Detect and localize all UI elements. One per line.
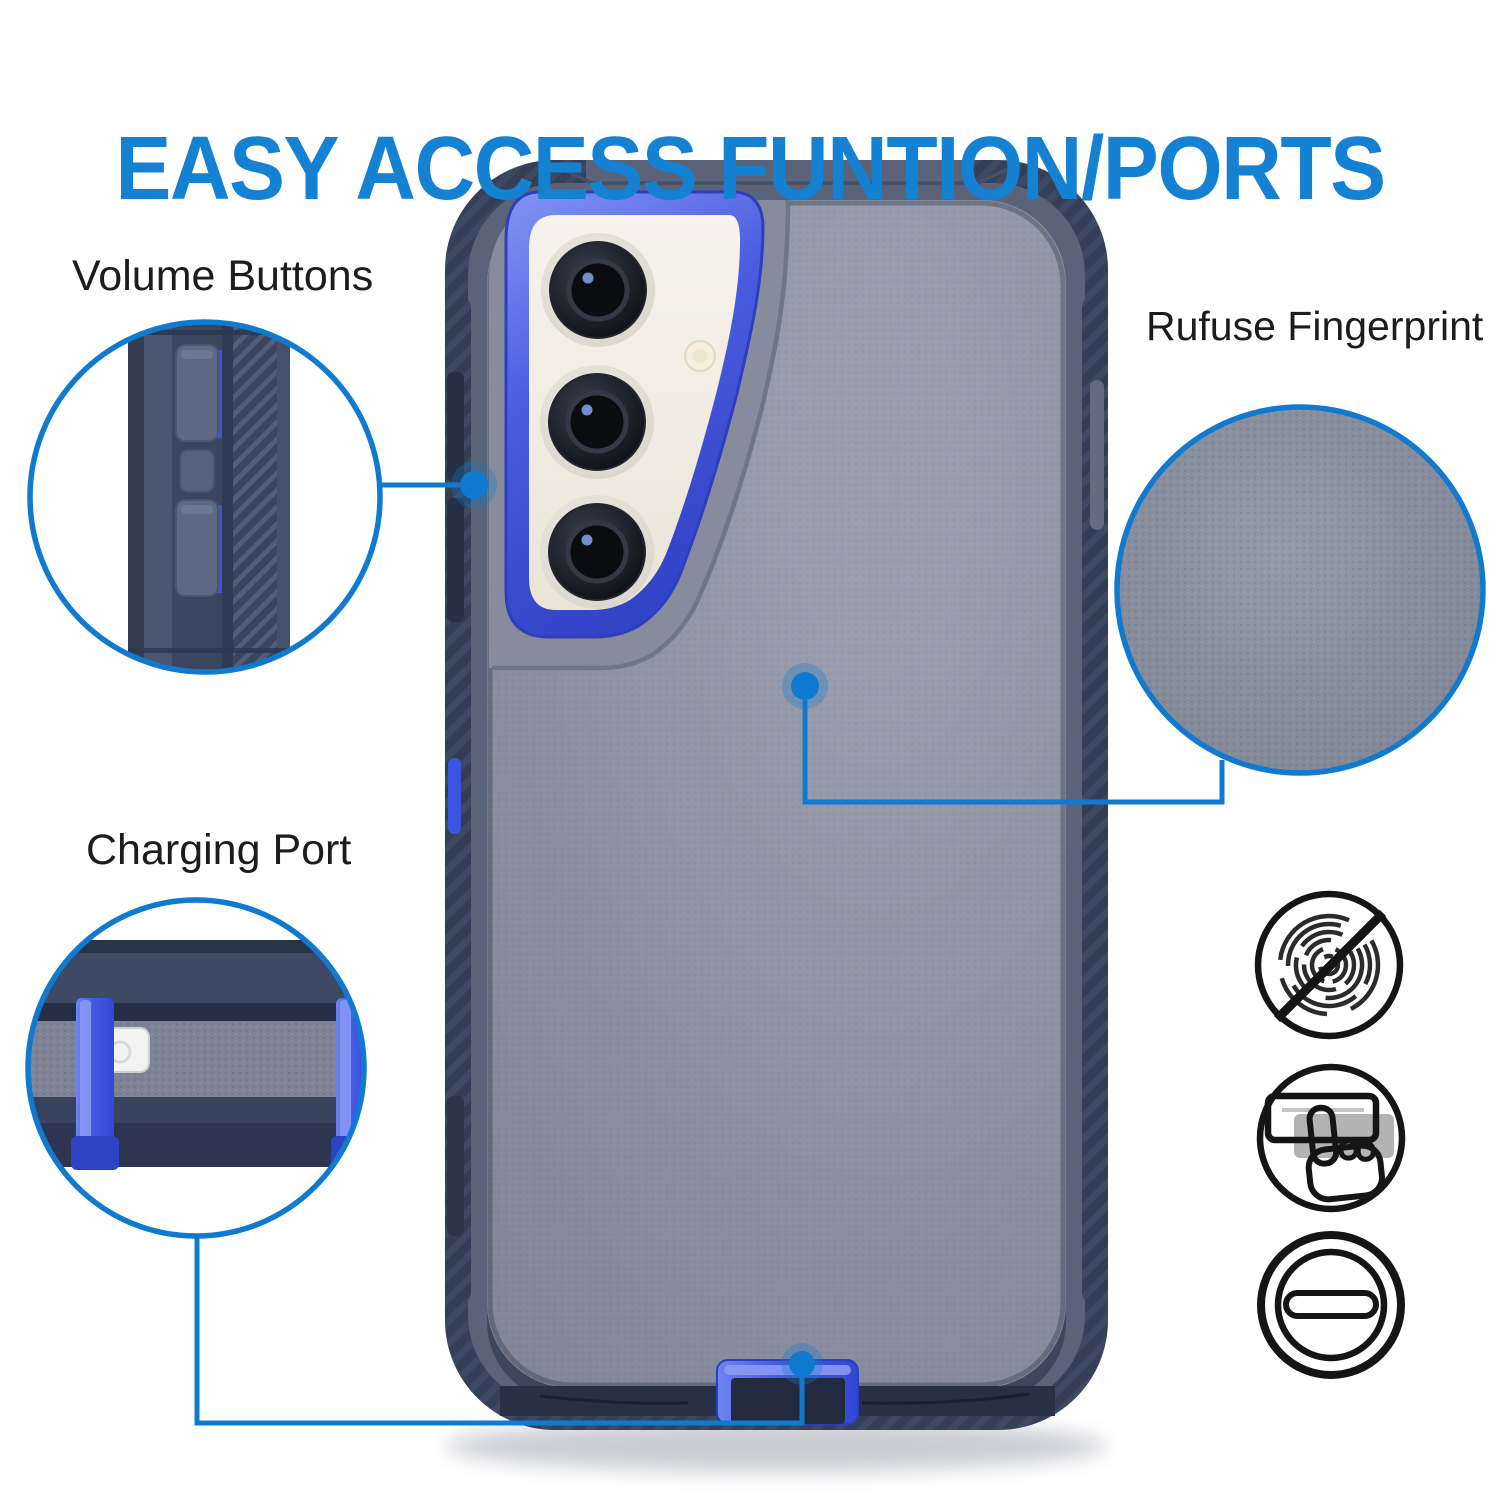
fingerprint-leader-line — [802, 700, 1225, 805]
camera-module — [504, 190, 765, 639]
camera-lens-middle — [540, 365, 654, 479]
charging-port-flap — [716, 1359, 859, 1425]
charging-point-marker — [789, 1351, 815, 1377]
fingerprint-inset-circle — [1114, 404, 1486, 776]
page-title: EASY ACCESS FUNTION/PORTS — [115, 117, 1386, 219]
phone-case — [445, 160, 1108, 1430]
charging-inset-circle — [25, 897, 367, 1239]
pressing-hand — [1305, 1104, 1385, 1203]
phone-shadow — [446, 1420, 1106, 1472]
port-clip-left — [71, 998, 119, 1170]
point-markers — [451, 462, 828, 1385]
camera-lens-top — [541, 233, 655, 347]
charging-port-label: Charging Port — [86, 826, 352, 874]
charging-leader-line — [194, 1236, 805, 1426]
power-button-side — [1090, 380, 1104, 530]
port-clip-right — [331, 998, 364, 1170]
volume-inset-circle — [27, 319, 383, 675]
flash-led — [684, 340, 716, 372]
left-blue-liner — [448, 758, 461, 834]
refuse-fingerprint-label: Rufuse Fingerprint — [1146, 303, 1484, 349]
press-button-icon — [1256, 1063, 1406, 1213]
fingerprint-point-marker — [791, 672, 819, 700]
volume-buttons-label: Volume Buttons — [72, 252, 374, 300]
left-side-rail — [445, 295, 471, 1305]
charging-port-icon — [1257, 1231, 1405, 1379]
camera-lens-bottom — [540, 495, 654, 609]
volume-rocker-side — [447, 372, 464, 622]
leader-lines — [194, 482, 1225, 1426]
no-fingerprint-icon — [1254, 890, 1404, 1040]
volume-point-marker — [460, 471, 488, 499]
